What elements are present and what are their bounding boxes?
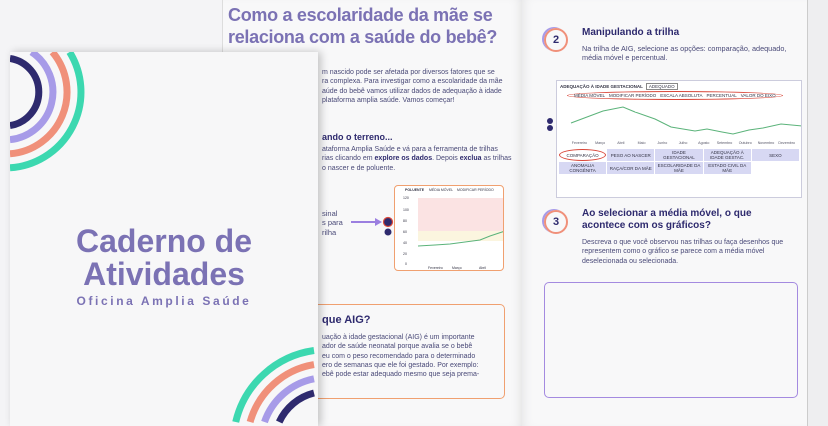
chart-header: ADEQUAÇÃO À IDADE GESTACIONAL ADEQUADO	[560, 83, 798, 90]
step2-text: Na trilha de AIG, selecione as opções: c…	[582, 44, 787, 63]
zoom-controls-icon	[547, 118, 553, 132]
x-tick: Junho	[657, 141, 668, 145]
chart-tab[interactable]: ESTADO CIVIL DA MÃE	[703, 162, 751, 174]
x-tick: Agosto	[698, 141, 710, 145]
x-tick: Março	[452, 266, 462, 270]
options-highlight: MÉDIA MÓVEL MODIFICAR PERÍODO ESCALA ABS…	[567, 91, 783, 100]
yellow-zone	[418, 231, 503, 241]
x-tick: Fevereiro	[428, 266, 443, 270]
x-tick: Novembro	[757, 141, 775, 145]
aig-chart-screenshot: ADEQUAÇÃO À IDADE GESTACIONAL ADEQUADO M…	[556, 80, 802, 198]
step3-text: Descreva o que você observou nas trilhas…	[582, 239, 784, 265]
intro-line: ra complexa. Para investigar como a esco…	[322, 78, 503, 86]
step-line: sinal	[322, 209, 338, 218]
y-tick: 20	[403, 252, 407, 256]
intro-line: m nascido pode ser afetada por diversos …	[322, 69, 495, 76]
chart-options-row: MÉDIA MÓVEL MODIFICAR PERÍODO ESCALA ABS…	[567, 91, 783, 100]
bold-text: explore os dados	[374, 155, 433, 163]
section-line: rias clicando em explore os dados. Depoi…	[322, 154, 512, 163]
chart-option: MÉDIA MÓVEL	[429, 188, 454, 192]
aig-line: eu com o peso recomendado para o determi…	[322, 352, 476, 360]
step3-heading: Ao selecionar a média móvel, o que acont…	[582, 208, 752, 231]
aig-line: ador de saúde neonatal porque avalia se …	[322, 343, 473, 351]
adequado-select[interactable]: ADEQUADO	[645, 83, 678, 90]
x-tick: Setembro	[716, 141, 733, 145]
chart-tab[interactable]: ANOMALIA CONGÊNITA	[559, 162, 607, 174]
intro-text: m nascido pode ser afetada por diversos …	[322, 68, 512, 105]
chart-option[interactable]: PERCENTUAL	[706, 93, 737, 98]
chart-option[interactable]: MODIFICAR PERÍODO	[609, 93, 657, 98]
intro-line: aúde do bebê vamos utilizar dados de ade…	[322, 87, 502, 95]
text: rias clicando em	[322, 155, 375, 163]
cover-title-line2: Atividades	[83, 256, 245, 292]
step-line: rilha	[322, 227, 337, 237]
section-text: ataforma Amplia Saúde e vá para a ferram…	[322, 145, 512, 173]
x-tick: Outubro	[738, 141, 752, 145]
x-tick: Abril	[479, 266, 487, 270]
cover-subtitle: Oficina Amplia Saúde	[76, 294, 252, 308]
poluente-line	[417, 231, 503, 247]
aig-line: ero de semanas que ele foi gestado. Por …	[322, 361, 479, 369]
chart-tab[interactable]: RAÇA/COR DA MÃE	[607, 162, 655, 174]
chart-tab[interactable]: PESO AO NASCER	[607, 149, 655, 161]
step-line: s para	[322, 218, 343, 228]
chart-tab[interactable]: ADEQUAÇÃO À IDADE GESTAC.	[703, 149, 751, 161]
chart-option: MODIFICAR PERÍODO	[457, 188, 494, 192]
x-tick: Julho	[678, 141, 688, 145]
intro-line: plataforma amplia saúde. Vamos começar!	[322, 96, 455, 104]
section-line: ataforma Amplia Saúde e vá para a ferram…	[322, 146, 498, 153]
aig-line	[570, 106, 801, 135]
y-tick: 40	[403, 241, 407, 245]
text: as trilhas	[481, 155, 512, 163]
cover-page: Caderno de Atividades Oficina Amplia Saú…	[10, 52, 318, 426]
y-tick: 60	[403, 230, 407, 234]
chart-tab[interactable]: IDADE GESTACIONAL	[655, 149, 703, 161]
decorative-arcs-icon	[10, 52, 315, 424]
right-page	[522, 0, 807, 426]
step-number-3: 3	[544, 210, 568, 234]
text: . Depois	[432, 155, 460, 163]
chart-title: ADEQUAÇÃO À IDADE GESTACIONAL	[560, 84, 643, 89]
cover-title-line1: Caderno de	[75, 223, 253, 259]
aig-text: uação à idade gestacional (AIG) é um imp…	[322, 333, 502, 379]
chart-option[interactable]: VALOR DO EIXO	[740, 93, 776, 98]
chart-label: POLUENTE	[405, 188, 425, 192]
section-heading: ando o terreno...	[322, 132, 393, 142]
x-tick: Fevereiro	[571, 141, 587, 145]
chart-tab[interactable]: SEXO	[751, 149, 799, 161]
answer-box[interactable]	[544, 282, 798, 398]
next-page-edge	[807, 0, 828, 426]
step2-heading: Manipulando a trilha	[582, 27, 680, 38]
x-tick: Maio	[637, 141, 646, 145]
tab-bar: COMPARAÇÃO PESO AO NASCER IDADE GESTACIO…	[559, 149, 799, 174]
poluente-chart-screenshot: POLUENTE MÉDIA MÓVEL MODIFICAR PERÍODO 1…	[394, 185, 504, 271]
y-tick: 120	[403, 196, 409, 200]
chart-option[interactable]: MÉDIA MÓVEL	[574, 93, 606, 98]
aig-line: ebê pode estar adequado mesmo que seja p…	[322, 371, 480, 379]
arrow-icon	[351, 216, 394, 236]
aig-heading: que AIG?	[322, 314, 371, 326]
x-tick: Março	[595, 141, 606, 145]
bold-text: exclua	[459, 155, 482, 163]
tab-comparacao[interactable]: COMPARAÇÃO	[559, 149, 607, 161]
x-tick: Abril	[617, 141, 625, 145]
y-tick: 0	[405, 262, 407, 266]
page-title: Como a escolaridade da mãe se relaciona …	[228, 5, 498, 47]
red-zone	[418, 198, 503, 231]
y-tick: 80	[403, 219, 407, 223]
step-text: sinal s para rilha	[322, 209, 343, 237]
x-tick: Dezembro	[778, 141, 795, 145]
month-axis: Fevereiro Março Abril Maio Junho Julho A…	[569, 141, 797, 145]
y-tick: 100	[403, 208, 409, 212]
chart-option[interactable]: ESCALA ABSOLUTA	[660, 93, 703, 98]
chart-tab[interactable]: ESCOLARIDADE DA MÃE	[655, 162, 703, 174]
aig-line: uação à idade gestacional (AIG) é um imp…	[322, 334, 475, 341]
step-number-2: 2	[544, 28, 568, 52]
section-line: o nascer e de poluente.	[322, 164, 396, 172]
